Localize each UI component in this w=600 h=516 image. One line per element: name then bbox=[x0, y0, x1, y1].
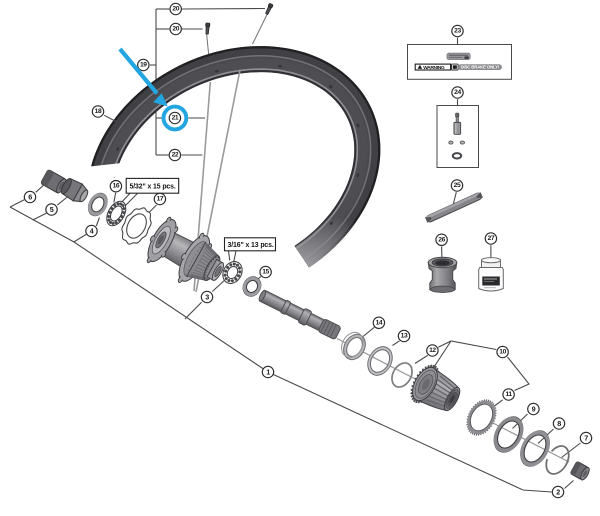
svg-text:16: 16 bbox=[113, 183, 120, 190]
svg-text:24: 24 bbox=[454, 89, 461, 96]
svg-text:15: 15 bbox=[262, 269, 269, 276]
svg-text:17: 17 bbox=[157, 196, 164, 203]
svg-text:23: 23 bbox=[454, 28, 461, 35]
svg-text:WARNING: WARNING bbox=[423, 65, 445, 71]
svg-text:18: 18 bbox=[95, 108, 102, 115]
svg-text:7: 7 bbox=[584, 434, 588, 443]
svg-text:2: 2 bbox=[556, 488, 560, 497]
svg-text:10: 10 bbox=[499, 349, 506, 356]
svg-text:3/16" x 13 pcs.: 3/16" x 13 pcs. bbox=[228, 242, 274, 249]
svg-text:6: 6 bbox=[28, 193, 32, 202]
svg-text:4: 4 bbox=[90, 227, 94, 236]
svg-text:25: 25 bbox=[454, 182, 461, 189]
svg-text:DISC BRAKE ONLY!: DISC BRAKE ONLY! bbox=[461, 65, 500, 70]
svg-text:14: 14 bbox=[376, 319, 383, 326]
svg-text:3: 3 bbox=[205, 293, 209, 302]
svg-text:13: 13 bbox=[401, 333, 408, 340]
svg-text:27: 27 bbox=[488, 235, 495, 242]
svg-text:20: 20 bbox=[172, 26, 179, 33]
svg-text:21: 21 bbox=[172, 115, 179, 122]
svg-text:26: 26 bbox=[438, 236, 445, 243]
svg-text:5/32" x 15 pcs.: 5/32" x 15 pcs. bbox=[130, 184, 176, 191]
svg-text:11: 11 bbox=[505, 391, 512, 398]
svg-text:22: 22 bbox=[172, 152, 179, 159]
svg-text:19: 19 bbox=[140, 62, 147, 69]
svg-text:1: 1 bbox=[266, 368, 270, 377]
svg-text:12: 12 bbox=[429, 347, 436, 354]
svg-text:5: 5 bbox=[50, 205, 54, 214]
svg-text:20: 20 bbox=[172, 6, 179, 13]
svg-text:8: 8 bbox=[557, 419, 561, 428]
svg-text:9: 9 bbox=[532, 405, 536, 414]
